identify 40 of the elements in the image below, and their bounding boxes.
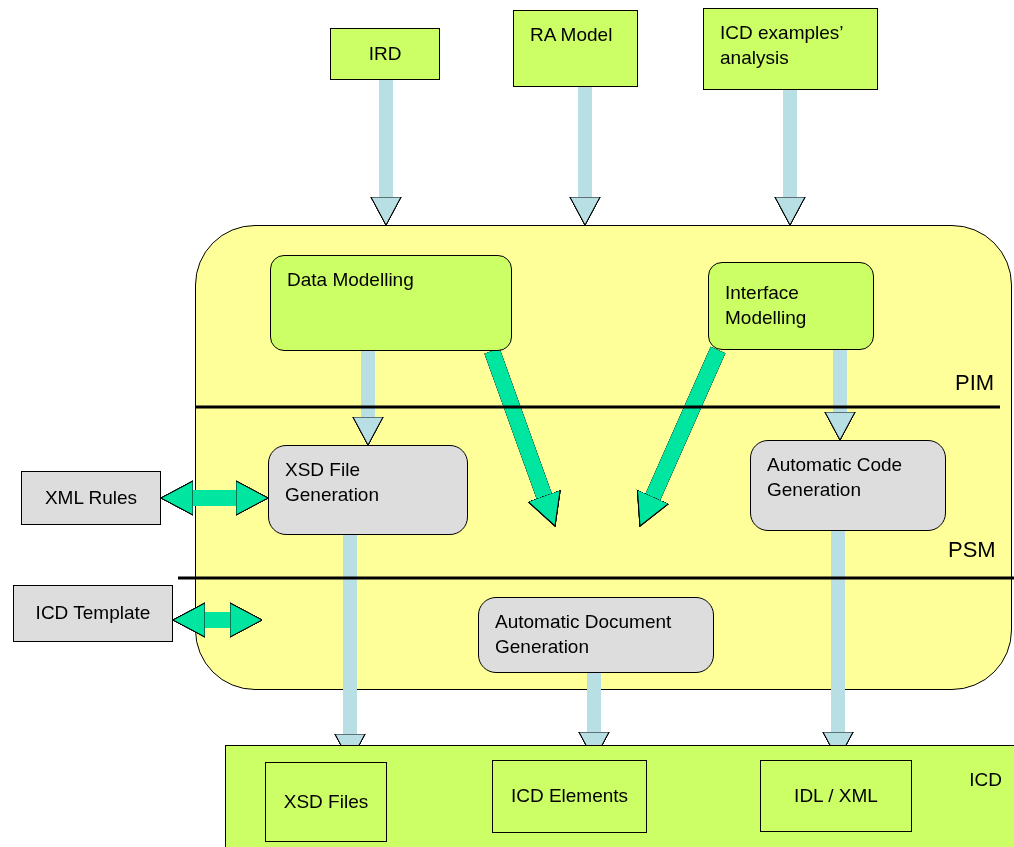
box-label: RA Model: [530, 23, 613, 47]
box-label: IDL / XML: [794, 783, 878, 808]
process-box: [708, 262, 874, 350]
process-box: [265, 762, 387, 842]
process-box: [225, 745, 1014, 847]
block-arrow: [774, 90, 806, 226]
block-arrow: [569, 87, 601, 226]
box-label: ICD: [969, 768, 1002, 792]
process-box: [330, 28, 440, 80]
box-label: Automatic Code Generation: [767, 453, 904, 502]
block-arrow: [824, 350, 856, 441]
box-label: XSD File Generation: [285, 458, 380, 507]
block-arrow: [160, 480, 269, 516]
box-label: XML Rules: [44, 485, 138, 510]
process-box: [270, 255, 512, 351]
box-label: Data Modelling: [287, 268, 414, 292]
process-box: [492, 760, 647, 833]
block-arrow: [352, 351, 384, 446]
layer-label: PSM: [948, 537, 996, 563]
block-arrow: [370, 80, 402, 226]
block-arrow: [172, 602, 263, 638]
block-arrow: [484, 348, 561, 527]
box-label: ICD examples’ analysis: [720, 21, 844, 70]
process-box: [268, 445, 468, 535]
box-label: ICD Template: [35, 601, 151, 626]
model-region: [195, 225, 1012, 690]
box-label: Interface Modelling: [725, 281, 808, 330]
process-box: [478, 597, 714, 673]
box-label: Automatic Document Generation: [495, 610, 673, 659]
process-box: [750, 440, 946, 531]
box-label: XSD Files: [283, 789, 369, 814]
layer-label: PIM: [955, 370, 995, 396]
process-box: [513, 10, 638, 87]
box-label: ICD Elements: [510, 784, 629, 809]
process-box: [13, 585, 173, 642]
process-box: [703, 8, 878, 90]
box-label: IRD: [368, 41, 402, 66]
process-box: [760, 760, 912, 832]
block-arrow: [636, 346, 726, 527]
process-box: [21, 471, 161, 525]
